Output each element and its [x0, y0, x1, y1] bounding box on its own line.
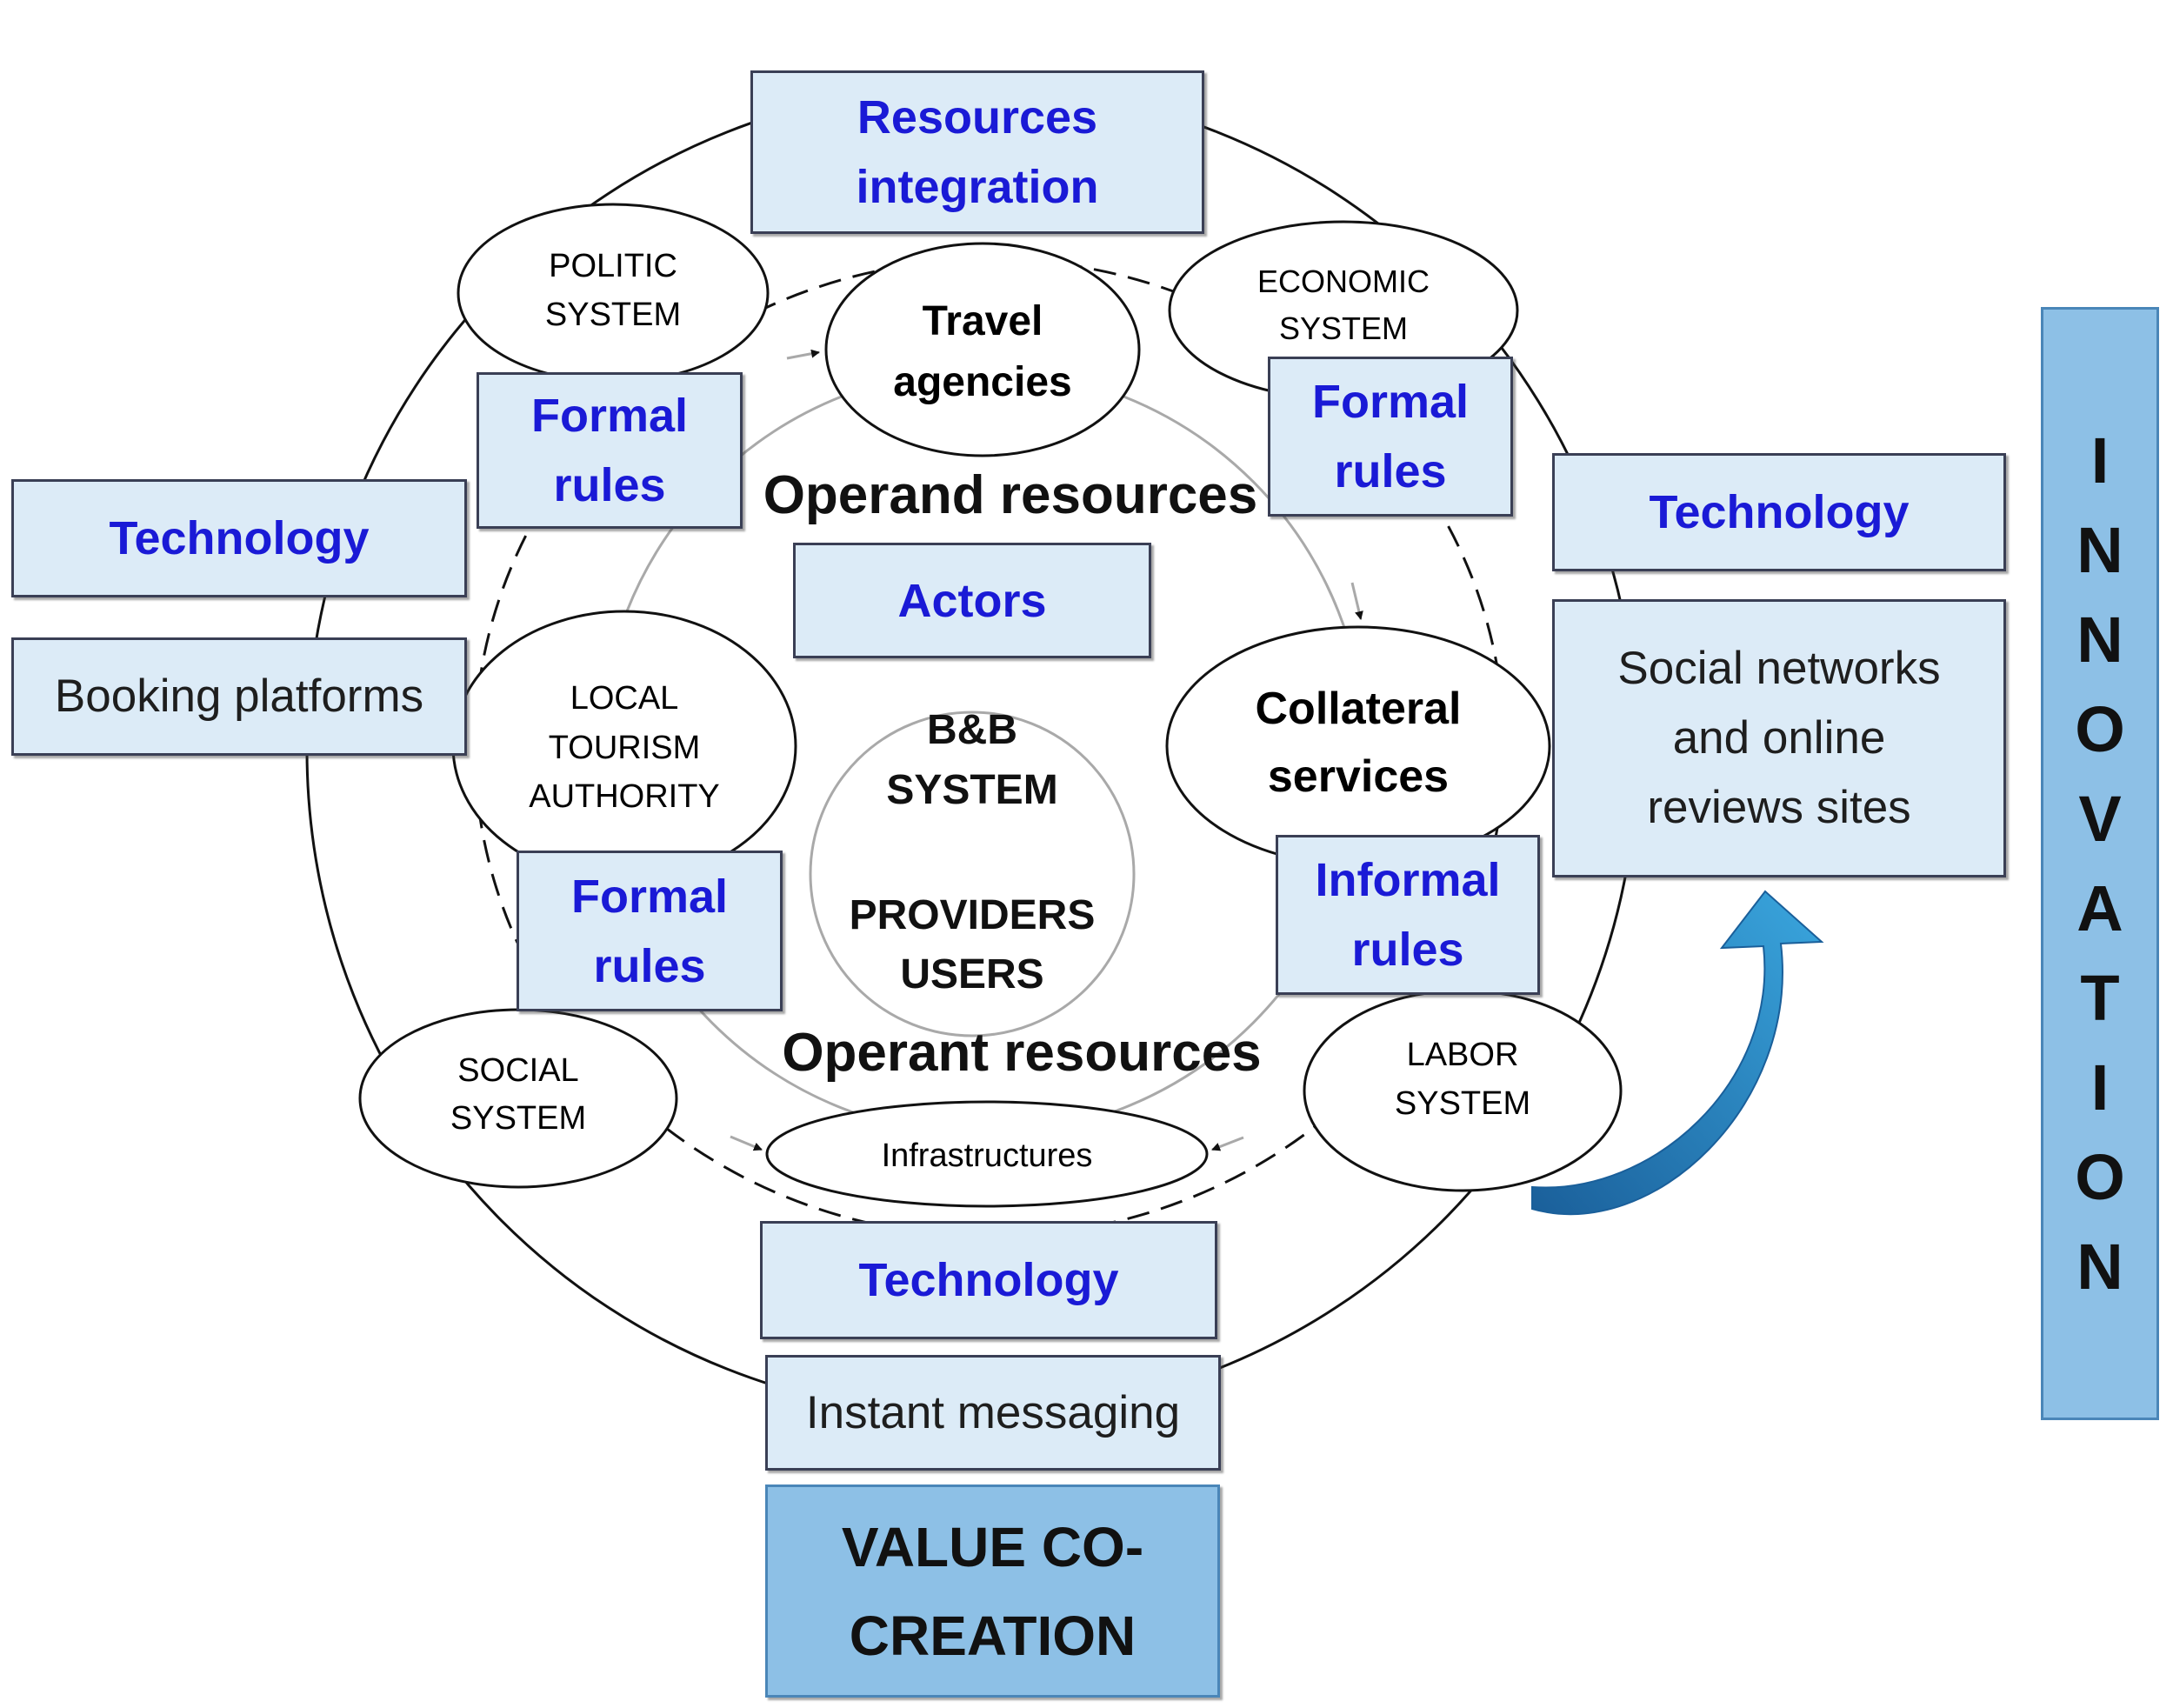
innovation-letter: O: [2075, 693, 2125, 765]
formal-rules-bottom-left-line-2: rules: [593, 939, 706, 992]
bb-system-circle: [809, 711, 1136, 1037]
formal-rules-top-right-box: Formal rules: [1268, 357, 1513, 517]
innovation-curved-arrow: [1531, 890, 1824, 1215]
informal-rules-line-1: Informal: [1315, 854, 1501, 906]
formal-rules-top-left-line-2: rules: [553, 459, 666, 511]
ellipse-labor-system: LABOR SYSTEM: [1303, 989, 1623, 1192]
value-cocreation-line-1: VALUE CO-: [841, 1515, 1144, 1578]
operant-resources-label: Operant resources: [782, 1023, 1261, 1083]
arrow-to-infrastructures-right: [1211, 1136, 1244, 1151]
actors-label: Actors: [897, 574, 1047, 627]
local-tourism-line-3: AUTHORITY: [529, 778, 720, 815]
ellipse-travel-agencies: Travel agencies: [824, 242, 1141, 457]
social-networks-line-3: reviews sites: [1647, 782, 1911, 833]
bb-system-line-2: SYSTEM: [886, 767, 1057, 813]
innovation-letter: N: [2076, 514, 2123, 586]
economic-system-line-1: ECONOMIC: [1257, 264, 1430, 299]
ellipse-politic-system: POLITIC SYSTEM: [457, 203, 770, 384]
labor-system-line-1: LABOR: [1407, 1037, 1519, 1073]
innovation-letter: I: [2090, 1051, 2110, 1124]
technology-bottom-box: Technology: [760, 1221, 1217, 1339]
innovation-letter: I: [2090, 424, 2110, 497]
technology-bottom-label: Technology: [858, 1254, 1119, 1306]
instant-messaging-box: Instant messaging: [765, 1355, 1221, 1471]
instant-messaging-label: Instant messaging: [805, 1386, 1181, 1438]
arrow-to-collateral-services: [1350, 582, 1363, 620]
social-system-line-2: SYSTEM: [450, 1100, 586, 1137]
technology-left-label: Technology: [109, 512, 370, 564]
value-cocreation-line-2: CREATION: [849, 1604, 1136, 1667]
labor-system-line-2: SYSTEM: [1395, 1085, 1530, 1122]
technology-right-box: Technology: [1552, 453, 2006, 571]
ellipse-economic-system: ECONOMIC SYSTEM: [1168, 220, 1519, 401]
actors-box: Actors: [793, 543, 1151, 658]
innovation-letter: T: [2080, 962, 2120, 1034]
formal-rules-top-left-line-1: Formal: [530, 390, 689, 442]
travel-agencies-line-2: agencies: [893, 359, 1071, 405]
social-networks-line-1: Social networks: [1617, 643, 1941, 694]
economic-system-line-2: SYSTEM: [1279, 310, 1408, 346]
value-cocreation-box: VALUE CO- CREATION: [765, 1484, 1220, 1698]
operand-resources-label: Operand resources: [763, 465, 1258, 525]
providers-label: PROVIDERS: [850, 892, 1096, 938]
politic-system-line-2: SYSTEM: [545, 297, 681, 333]
innovation-letter: O: [2075, 1141, 2125, 1213]
social-networks-box: Social networks and online reviews sites: [1552, 599, 2006, 877]
bb-system-line-1: B&B: [927, 707, 1017, 753]
formal-rules-bottom-left-box: Formal rules: [517, 851, 783, 1011]
ellipse-collateral-services: Collateral services: [1165, 625, 1551, 867]
resources-integration-line-2: integration: [856, 161, 1099, 213]
local-tourism-line-2: TOURISM: [549, 730, 701, 766]
innovation-letter: V: [2078, 783, 2122, 855]
booking-platforms-box: Booking platforms: [11, 637, 467, 756]
users-label: USERS: [900, 951, 1043, 997]
resources-integration-box: Resources integration: [750, 70, 1204, 234]
local-tourism-line-1: LOCAL: [570, 680, 679, 717]
innovation-letter: A: [2076, 872, 2123, 944]
social-networks-line-2: and online: [1672, 712, 1886, 764]
formal-rules-top-right-line-1: Formal: [1311, 376, 1470, 428]
innovation-letter: N: [2076, 1231, 2123, 1303]
politic-system-line-1: POLITIC: [549, 248, 677, 284]
resources-integration-line-1: Resources: [857, 91, 1098, 143]
technology-left-box: Technology: [11, 479, 467, 597]
arrow-to-infrastructures-left: [730, 1135, 763, 1151]
arrow-to-travel-agencies: [786, 349, 820, 360]
travel-agencies-line-1: Travel: [923, 298, 1043, 344]
innovation-box: I N N O V A T I O N: [2041, 307, 2159, 1420]
infrastructures-label: Infrastructures: [882, 1138, 1093, 1174]
informal-rules-box: Informal rules: [1276, 835, 1540, 995]
social-system-line-1: SOCIAL: [457, 1052, 578, 1089]
collateral-services-line-1: Collateral: [1256, 684, 1462, 734]
ellipse-local-tourism-authority: LOCAL TOURISM AUTHORITY: [451, 610, 797, 883]
ellipse-social-system: SOCIAL SYSTEM: [358, 1008, 678, 1189]
informal-rules-line-2: rules: [1351, 924, 1464, 976]
technology-right-label: Technology: [1649, 486, 1910, 538]
formal-rules-bottom-left-line-1: Formal: [570, 870, 729, 923]
formal-rules-top-right-line-2: rules: [1334, 445, 1447, 497]
collateral-services-line-2: services: [1268, 751, 1449, 802]
formal-rules-top-left-box: Formal rules: [477, 372, 743, 529]
booking-platforms-label: Booking platforms: [54, 671, 424, 722]
innovation-letter: N: [2076, 604, 2123, 676]
ellipse-infrastructures: Infrastructures: [765, 1100, 1209, 1208]
